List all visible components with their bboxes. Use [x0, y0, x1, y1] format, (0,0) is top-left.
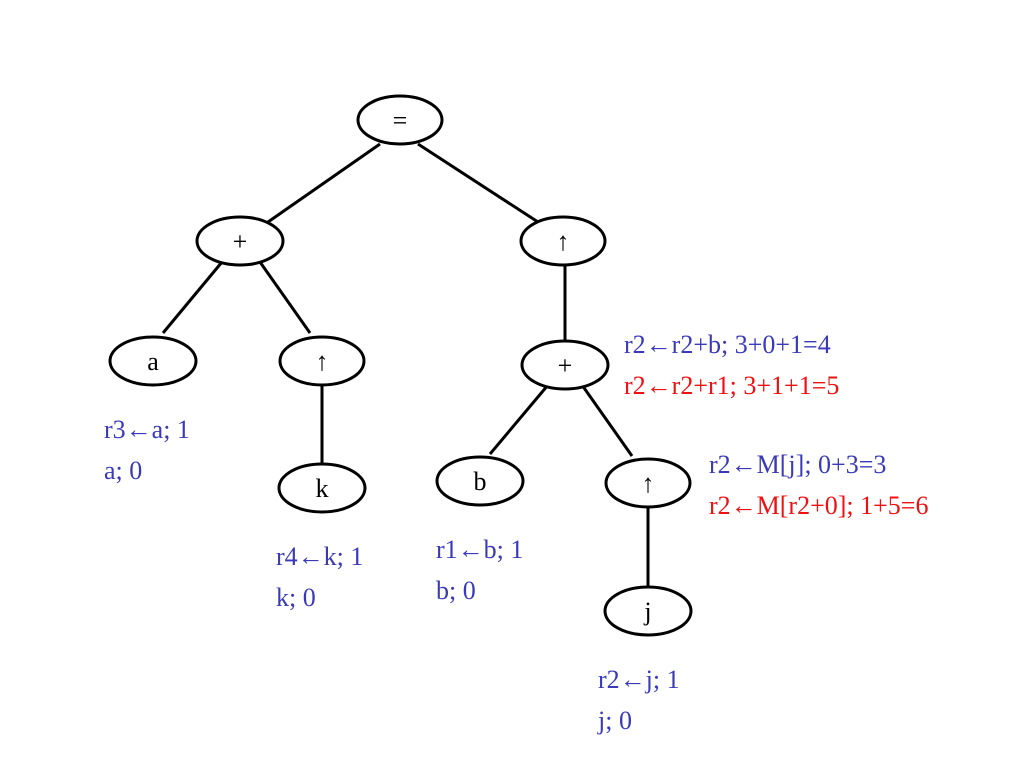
tree-nodes: = + ↑ a ↑ k + b: [108, 94, 693, 637]
annotation-b: r1←b; 1 b; 0: [436, 535, 523, 605]
annotation-k-line1: r4←k; 1: [276, 542, 363, 571]
annotation-b-line1: r1←b; 1: [436, 535, 523, 564]
edge-plus-mid-b: [488, 384, 550, 455]
annotation-b-line2: b; 0: [436, 576, 476, 605]
node-root: =: [356, 94, 444, 146]
annotation-a-line1: r3←a; 1: [104, 415, 190, 444]
annotation-j: r2←j; 1 j; 0: [597, 665, 680, 735]
edge-root-plus-left: [267, 142, 381, 224]
edge-plus-mid-deref-j: [580, 384, 634, 457]
annotation-plus-mid-line1: r2←r2+b; 3+0+1=4: [624, 330, 831, 359]
tree-edges: [161, 142, 650, 588]
edge-root-deref-right: [417, 142, 539, 224]
annotation-k-line2: k; 0: [276, 583, 316, 612]
annotations: r3←a; 1 a; 0 r4←k; 1 k; 0 r1←b; 1 b; 0 r…: [104, 330, 928, 735]
node-root-label: =: [393, 106, 408, 135]
node-deref-j-label: ↑: [642, 469, 655, 498]
node-plus-left-label: +: [233, 227, 248, 256]
annotation-plus-mid: r2←r2+b; 3+0+1=4 r2←r2+r1; 3+1+1=5: [624, 330, 839, 400]
node-deref-right: ↑: [519, 215, 607, 267]
node-deref-k-label: ↑: [316, 347, 329, 376]
node-a: a: [108, 335, 198, 387]
node-deref-j: ↑: [604, 457, 692, 509]
annotation-deref-j-line2: r2←M[r2+0]; 1+5=6: [709, 491, 928, 520]
node-deref-k: ↑: [278, 335, 366, 387]
node-plus-left: +: [195, 215, 285, 267]
node-plus-mid-label: +: [558, 351, 573, 380]
node-deref-right-label: ↑: [557, 227, 570, 256]
edge-plus-left-deref-k: [258, 261, 312, 334]
annotation-deref-j-line1: r2←M[j]; 0+3=3: [709, 450, 886, 479]
annotation-k: r4←k; 1 k; 0: [276, 542, 363, 612]
node-j-label: j: [643, 597, 651, 626]
node-a-label: a: [147, 347, 159, 376]
annotation-deref-j: r2←M[j]; 0+3=3 r2←M[r2+0]; 1+5=6: [709, 450, 928, 520]
node-b: b: [435, 455, 525, 507]
node-k: k: [277, 462, 367, 514]
node-b-label: b: [474, 467, 487, 496]
annotation-a-line2: a; 0: [104, 456, 142, 485]
annotation-j-line1: r2←j; 1: [598, 665, 680, 694]
annotation-a: r3←a; 1 a; 0: [104, 415, 190, 485]
node-j: j: [603, 585, 693, 637]
annotation-plus-mid-line2: r2←r2+r1; 3+1+1=5: [624, 371, 839, 400]
node-plus-mid: +: [520, 339, 610, 391]
annotation-j-line2: j; 0: [597, 706, 632, 735]
node-k-label: k: [316, 474, 329, 503]
edge-plus-left-a: [161, 261, 224, 334]
